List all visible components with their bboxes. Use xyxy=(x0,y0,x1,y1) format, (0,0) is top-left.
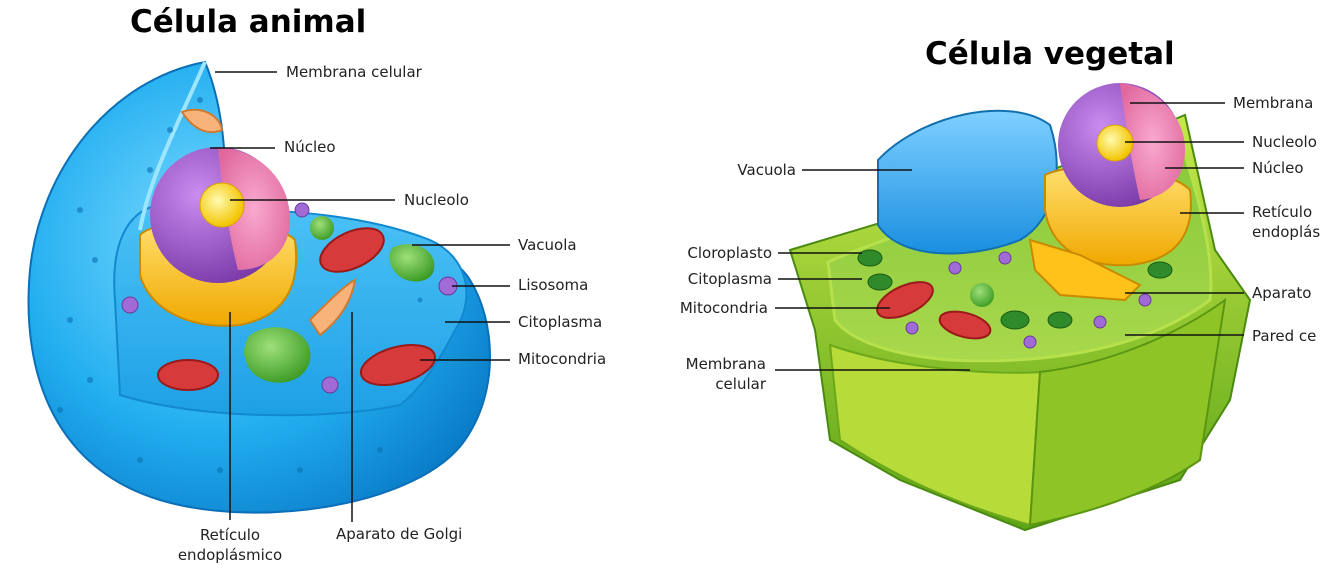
plant-label-nucleolus: Nucleolo xyxy=(1252,132,1317,152)
plant-label-er-line1: Retículo xyxy=(1252,202,1320,222)
plant-label-wall: Pared ce xyxy=(1252,326,1316,346)
plant-nucleolus xyxy=(1097,125,1133,161)
animal-label-lysosome: Lisosoma xyxy=(518,275,588,295)
animal-cell-illustration xyxy=(29,62,490,513)
animal-cell-title: Célula animal xyxy=(130,4,366,40)
animal-label-er-line2: endoplásmico xyxy=(170,545,290,565)
plant-small-vacuole xyxy=(970,283,994,307)
animal-label-mitochondria: Mitocondria xyxy=(518,349,606,369)
animal-label-nucleus: Núcleo xyxy=(284,137,336,157)
plant-label-membrane-line1: Membrana xyxy=(660,354,766,374)
plant-front-face xyxy=(830,345,1040,525)
plant-label-membrane: Membrana celular xyxy=(660,354,766,394)
plant-chloroplast-5 xyxy=(1148,262,1172,278)
animal-lysosome-3 xyxy=(322,377,338,393)
plant-chloroplast-3 xyxy=(1001,311,1029,329)
animal-label-er-line1: Retículo xyxy=(170,525,290,545)
animal-label-vacuole: Vacuola xyxy=(518,235,577,255)
animal-label-er: Retículo endoplásmico xyxy=(170,525,290,565)
plant-label-er: Retículo endoplás xyxy=(1252,202,1320,242)
plant-cell-illustration xyxy=(790,83,1250,530)
plant-label-mitochondria: Mitocondria xyxy=(650,298,768,318)
plant-chloroplast-2 xyxy=(868,274,892,290)
animal-mitochondrion-3 xyxy=(158,360,218,390)
animal-label-nucleolus: Nucleolo xyxy=(404,190,469,210)
plant-label-vacuole: Vacuola xyxy=(680,160,796,180)
plant-label-chloroplast: Cloroplasto xyxy=(660,243,772,263)
plant-label-er-line2: endoplás xyxy=(1252,222,1320,242)
animal-label-membrane: Membrana celular xyxy=(286,62,422,82)
animal-label-cytoplasm: Citoplasma xyxy=(518,312,602,332)
plant-label-membrane-line2: celular xyxy=(660,374,766,394)
animal-nucleolus xyxy=(200,183,244,227)
animal-label-golgi: Aparato de Golgi xyxy=(336,524,462,544)
plant-label-nucleus: Núcleo xyxy=(1252,158,1304,178)
plant-chloroplast-4 xyxy=(1048,312,1072,328)
plant-label-cytoplasm: Citoplasma xyxy=(660,269,772,289)
plant-vacuole xyxy=(878,111,1057,254)
animal-vacuole-small xyxy=(310,216,334,240)
animal-lysosome-2 xyxy=(122,297,138,313)
animal-lysosome-4 xyxy=(295,203,309,217)
plant-label-membrane-top: Membrana xyxy=(1233,93,1313,113)
plant-label-golgi: Aparato xyxy=(1252,283,1311,303)
plant-cell-title: Célula vegetal xyxy=(925,36,1175,72)
